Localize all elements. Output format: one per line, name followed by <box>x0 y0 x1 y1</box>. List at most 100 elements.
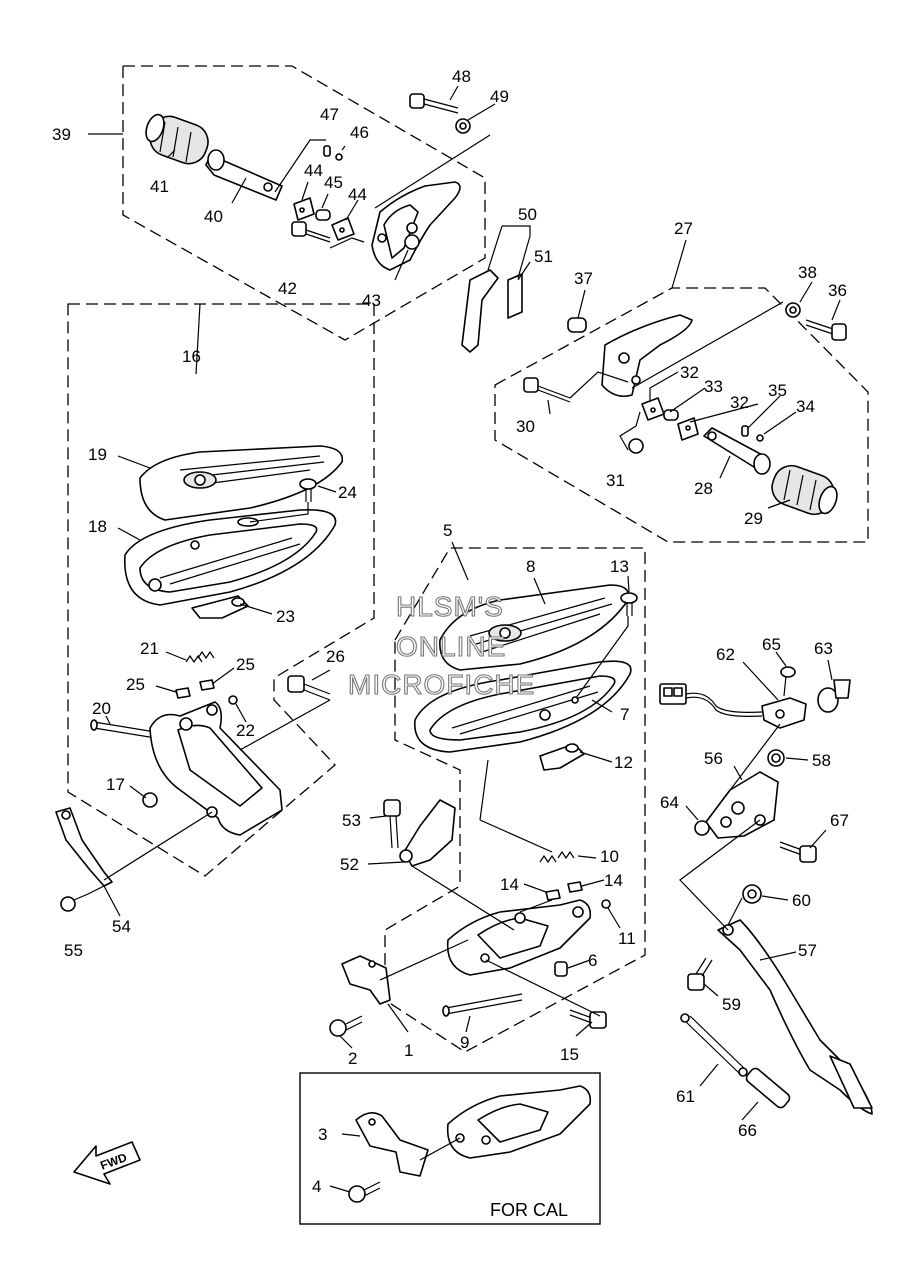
watermark-line-1: HLSM'S <box>396 591 504 622</box>
clip-11 <box>601 899 611 909</box>
spring-10 <box>539 850 575 864</box>
callout-36: 36 <box>828 281 847 300</box>
callout-24: 24 <box>338 483 357 502</box>
callout-32a: 32 <box>680 363 699 382</box>
bracket-rear-left <box>371 181 461 271</box>
nut-60 <box>742 884 762 904</box>
callout-18: 18 <box>88 517 107 536</box>
callout-55: 55 <box>64 941 83 960</box>
callout-27: 27 <box>674 219 693 238</box>
callout-16: 16 <box>182 347 201 366</box>
callout-9: 9 <box>460 1033 469 1052</box>
fwd-arrow: FWD <box>73 1141 141 1185</box>
clip-46 <box>335 153 343 161</box>
plate-44-right <box>331 217 355 241</box>
callout-19: 19 <box>88 445 107 464</box>
bracket-rear-right <box>601 314 693 398</box>
callout-4: 4 <box>312 1177 321 1196</box>
callout-26: 26 <box>326 647 345 666</box>
callout-23: 23 <box>276 607 295 626</box>
callout-47: 47 <box>320 105 339 124</box>
callout-8: 8 <box>526 557 535 576</box>
callout-43: 43 <box>362 291 381 310</box>
callout-14b: 14 <box>604 871 623 890</box>
floorboard-bracket-right <box>446 899 592 976</box>
callout-40: 40 <box>204 207 223 226</box>
spring-45 <box>315 209 331 221</box>
callout-45: 45 <box>324 173 343 192</box>
connector-62 <box>659 683 763 717</box>
inset-bolt-4 <box>348 1181 381 1203</box>
damper-23 <box>191 595 249 619</box>
bracket-56 <box>705 771 779 839</box>
callout-57: 57 <box>798 941 817 960</box>
callout-21: 21 <box>140 639 159 658</box>
pin-9 <box>442 993 523 1017</box>
callout-34: 34 <box>796 397 815 416</box>
plate-25-right <box>199 679 215 691</box>
callout-58: 58 <box>812 751 831 770</box>
pin-35 <box>741 425 749 437</box>
callout-5: 5 <box>443 521 452 540</box>
callout-62: 62 <box>716 645 735 664</box>
callout-6: 6 <box>588 951 597 970</box>
bolt-30 <box>523 377 571 403</box>
nut-64 <box>694 820 710 836</box>
callout-10: 10 <box>600 847 619 866</box>
plate-14-right <box>567 881 583 893</box>
pin-47 <box>323 145 331 157</box>
callout-13: 13 <box>610 557 629 576</box>
callout-59: 59 <box>722 995 741 1014</box>
callout-65: 65 <box>762 635 781 654</box>
nut-58 <box>767 749 785 767</box>
callout-numbers: 48 49 47 46 39 44 45 41 44 40 50 27 51 3… <box>52 67 849 1196</box>
group-16-outline <box>67 303 375 877</box>
collar-37 <box>567 317 587 333</box>
callout-52: 52 <box>340 855 359 874</box>
callout-38: 38 <box>798 263 817 282</box>
bolt-6 <box>554 961 568 977</box>
callout-48: 48 <box>452 67 471 86</box>
callout-22: 22 <box>236 721 255 740</box>
damper-12 <box>539 743 585 771</box>
floorboard-base-7 <box>414 660 632 753</box>
callout-42: 42 <box>278 279 297 298</box>
nut-43 <box>404 234 420 250</box>
bracket-54 <box>55 807 113 887</box>
inset-label: FOR CAL <box>490 1200 568 1220</box>
callout-67: 67 <box>830 811 849 830</box>
callout-66: 66 <box>738 1121 757 1140</box>
bolt-2 <box>329 1015 363 1037</box>
spring-61 <box>680 1013 748 1077</box>
floorboard-cover-19 <box>139 445 344 521</box>
watermark-line-2: ONLINE <box>396 631 506 662</box>
cap-63 <box>817 679 851 713</box>
inset-bracket-3 <box>355 1112 429 1177</box>
callout-51: 51 <box>534 247 553 266</box>
inset-floorboard-bracket <box>446 1085 592 1159</box>
callout-39: 39 <box>52 125 71 144</box>
nut-31 <box>628 438 644 454</box>
footpeg-rubber-29 <box>771 464 838 516</box>
screw-24 <box>299 478 317 502</box>
callout-63: 63 <box>814 639 833 658</box>
clip-34 <box>756 434 764 442</box>
callout-29: 29 <box>744 509 763 528</box>
callout-7: 7 <box>620 705 629 724</box>
bolt-26 <box>287 675 331 701</box>
plate-44-left <box>293 197 315 221</box>
callout-60: 60 <box>792 891 811 910</box>
bolt-17 <box>142 792 158 808</box>
bolt-55 <box>60 893 89 912</box>
washer-49 <box>455 118 471 134</box>
switch-62 <box>761 697 807 729</box>
bolt-42 <box>291 221 331 243</box>
sleeve-66 <box>745 1067 791 1109</box>
callout-20: 20 <box>92 699 111 718</box>
bolt-53 <box>383 799 401 849</box>
footpeg-bar-28 <box>703 427 771 475</box>
callout-17: 17 <box>106 775 125 794</box>
callout-61: 61 <box>676 1087 695 1106</box>
group-39-outline <box>122 65 486 341</box>
